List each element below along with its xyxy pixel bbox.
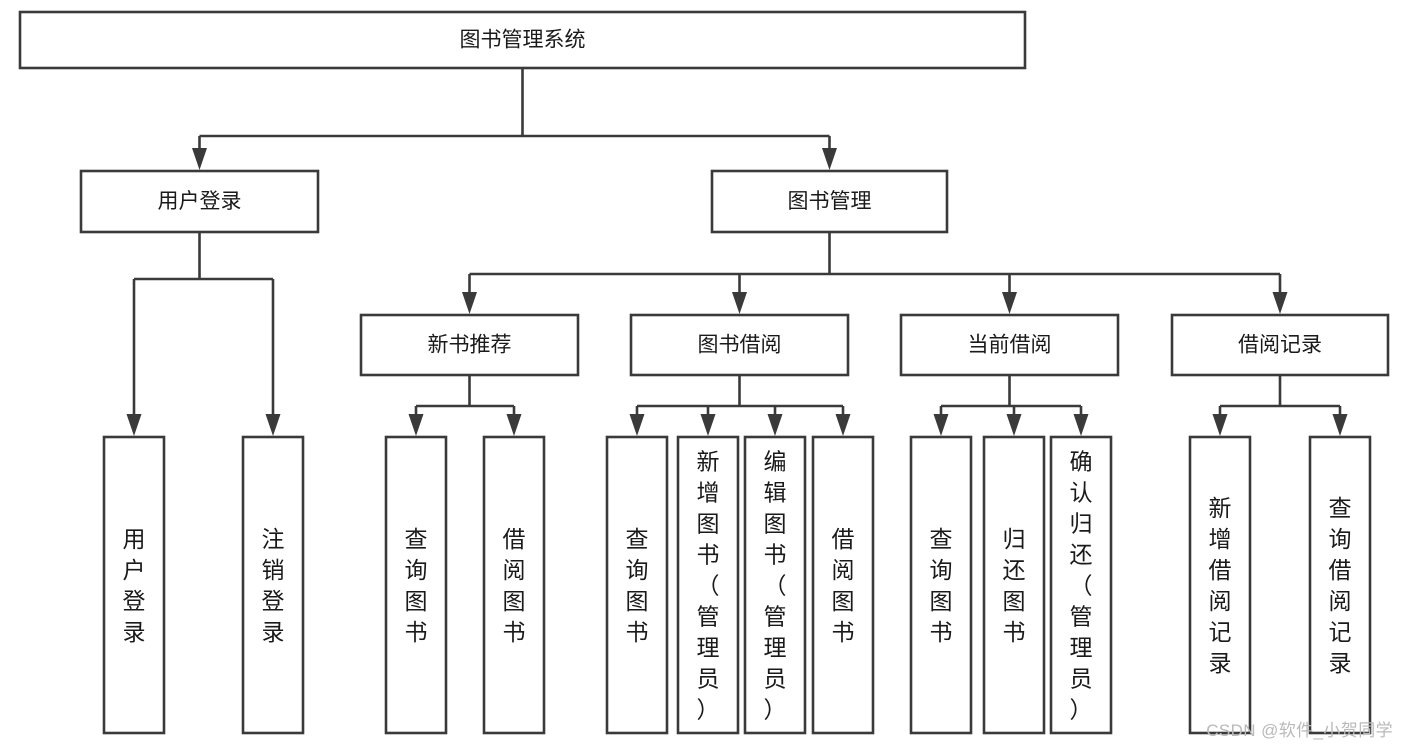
node-box	[899, 313, 1120, 377]
node-leaf-rec-query-book[interactable]: 查询图书	[384, 435, 448, 735]
node-box	[18, 10, 1027, 70]
watermark: CSDN @软件_小贺同学	[1206, 721, 1393, 740]
connector-group-root	[192, 68, 837, 170]
node-leaf-rec-borrow-book[interactable]: 借阅图书	[482, 435, 546, 735]
connector-group-book-manage	[462, 232, 1288, 314]
node-label: 当前借阅	[968, 334, 1052, 357]
node-label: 新书推荐	[428, 334, 512, 357]
arrow-head-icon	[1272, 292, 1288, 314]
arrow-head-icon	[265, 414, 281, 436]
node-label: 用户登录	[123, 526, 146, 645]
node-leaf-user-logout[interactable]: 注销登录	[241, 435, 305, 735]
arrow-head-icon	[126, 414, 142, 436]
node-box	[909, 435, 973, 735]
node-leaf-current-query-book[interactable]: 查询图书	[909, 435, 973, 735]
arrow-head-icon	[1332, 414, 1348, 436]
node-user-login[interactable]: 用户登录	[79, 169, 320, 234]
node-leaf-current-confirm-return[interactable]: 确认归还（管理员）	[1049, 435, 1113, 735]
node-box	[605, 435, 669, 735]
node-box	[1170, 313, 1390, 377]
connector-group-current-borrow	[933, 375, 1089, 436]
node-label: 编辑图书（管理员）	[764, 449, 787, 723]
arrow-head-icon	[629, 414, 645, 436]
arrow-head-icon	[192, 148, 207, 170]
node-box	[982, 435, 1046, 735]
node-box	[384, 435, 448, 735]
node-borrow-record[interactable]: 借阅记录	[1170, 313, 1390, 377]
node-box	[676, 435, 740, 735]
node-box	[359, 313, 580, 377]
node-leaf-borrow-edit-book[interactable]: 编辑图书（管理员）	[743, 435, 807, 735]
node-label: 归还图书	[1003, 526, 1026, 645]
node-label: 查询借阅记录	[1329, 495, 1352, 676]
arrow-head-icon	[408, 414, 424, 436]
node-new-book-rec[interactable]: 新书推荐	[359, 313, 580, 377]
arrow-head-icon	[822, 148, 837, 170]
node-label: 图书管理	[788, 190, 872, 213]
node-leaf-borrow-borrow-book[interactable]: 借阅图书	[811, 435, 875, 735]
node-box	[811, 435, 875, 735]
arrow-head-icon	[1073, 414, 1089, 436]
arrow-head-icon	[700, 414, 716, 436]
arrow-head-icon	[933, 414, 949, 436]
arrow-head-icon	[1006, 414, 1022, 436]
arrow-head-icon	[506, 414, 522, 436]
node-box	[1049, 435, 1113, 735]
node-leaf-borrow-add-book[interactable]: 新增图书（管理员）	[676, 435, 740, 735]
connector-layer	[126, 68, 1348, 436]
node-current-borrow[interactable]: 当前借阅	[899, 313, 1120, 377]
node-label: 借阅记录	[1238, 334, 1322, 357]
node-box	[482, 435, 546, 735]
arrow-head-icon	[462, 292, 477, 314]
connector-group-new-book-rec	[408, 375, 522, 436]
arrow-head-icon	[1002, 292, 1017, 314]
node-leaf-user-login[interactable]: 用户登录	[102, 435, 166, 735]
node-book-borrow[interactable]: 图书借阅	[629, 313, 850, 377]
node-box	[241, 435, 305, 735]
node-root[interactable]: 图书管理系统	[18, 10, 1027, 70]
node-label: 确认归还（管理员）	[1070, 449, 1093, 723]
node-box	[1188, 435, 1252, 735]
node-label: 注销登录	[262, 526, 285, 645]
node-leaf-record-add[interactable]: 新增借阅记录	[1188, 435, 1252, 735]
node-label: 借阅图书	[832, 526, 855, 645]
connector-group-borrow-record	[1212, 375, 1348, 436]
node-label: 新增图书（管理员）	[697, 449, 720, 723]
node-leaf-borrow-query-book[interactable]: 查询图书	[605, 435, 669, 735]
arrow-head-icon	[732, 292, 747, 314]
node-label: 图书管理系统	[460, 29, 586, 52]
node-box	[1308, 435, 1372, 735]
node-box	[102, 435, 166, 735]
node-layer: 图书管理系统用户登录图书管理新书推荐图书借阅当前借阅借阅记录用户登录注销登录查询…	[18, 10, 1390, 735]
connector-group-user-login	[126, 232, 281, 436]
node-box	[79, 169, 320, 234]
node-label: 新增借阅记录	[1209, 495, 1232, 676]
node-label: 查询图书	[405, 526, 428, 645]
node-label: 用户登录	[158, 190, 242, 213]
node-label: 图书借阅	[698, 334, 782, 357]
node-leaf-current-return-book[interactable]: 归还图书	[982, 435, 1046, 735]
arrow-head-icon	[767, 414, 783, 436]
node-book-manage[interactable]: 图书管理	[710, 169, 949, 234]
node-label: 查询图书	[930, 526, 953, 645]
node-leaf-record-query[interactable]: 查询借阅记录	[1308, 435, 1372, 735]
node-label: 借阅图书	[503, 526, 526, 645]
arrow-head-icon	[1212, 414, 1228, 436]
node-label: 查询图书	[626, 526, 649, 645]
node-box	[710, 169, 949, 234]
arrow-head-icon	[835, 414, 851, 436]
connector-group-book-borrow	[629, 375, 851, 436]
node-box	[629, 313, 850, 377]
node-box	[743, 435, 807, 735]
